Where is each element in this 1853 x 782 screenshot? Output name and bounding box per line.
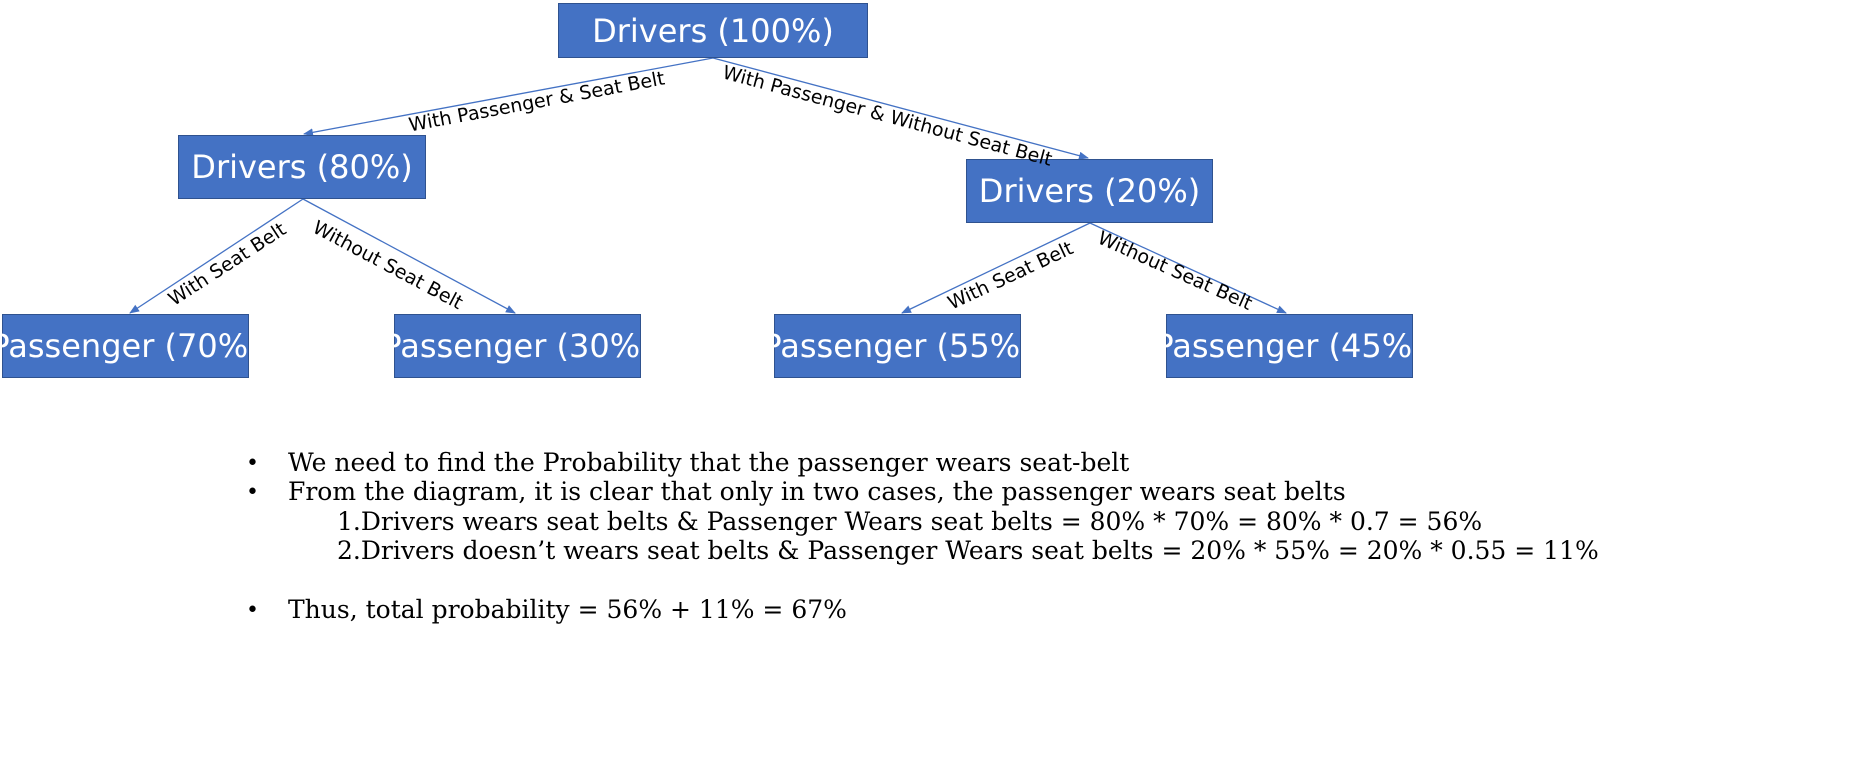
edge-right-to-leaf-4: [1089, 222, 1287, 314]
node-passenger-2: Passenger (30%): [382, 314, 653, 378]
note-case-1: 1.Drivers wears seat belts & Passenger W…: [337, 507, 1483, 536]
note-case-2: 2.Drivers doesn’t wears seat belts & Pas…: [337, 536, 1599, 565]
node-passenger-2-label: Passenger (30%): [382, 327, 653, 365]
node-root-drivers: Drivers (100%): [558, 3, 868, 58]
node-drivers-left-label: Drivers (80%): [191, 148, 413, 186]
edge-root-to-left: [303, 57, 714, 137]
edge-root-to-right: [712, 57, 1089, 160]
note-bullet-1: We need to find the Probability that the…: [288, 448, 1130, 477]
node-passenger-4: Passenger (45%): [1154, 314, 1425, 378]
node-passenger-3-label: Passenger (55%): [762, 327, 1033, 365]
edge-left-to-leaf-1: [129, 198, 304, 314]
node-passenger-3: Passenger (55%): [762, 314, 1033, 378]
node-passenger-1-label: Passenger (70%): [0, 327, 261, 365]
node-root-label: Drivers (100%): [592, 11, 834, 50]
bullet-marker-2: •: [246, 480, 259, 505]
node-drivers-right: Drivers (20%): [966, 159, 1213, 223]
edge-right-to-leaf-3: [901, 222, 1091, 314]
note-bullet-2: From the diagram, it is clear that only …: [288, 477, 1346, 506]
node-drivers-right-label: Drivers (20%): [978, 172, 1201, 210]
bullet-marker-3: •: [246, 598, 259, 623]
note-bullet-3: Thus, total probability = 56% + 11% = 67…: [288, 595, 847, 624]
bullet-marker-1: •: [246, 451, 259, 476]
node-passenger-1: Passenger (70%): [0, 314, 261, 378]
node-passenger-4-label: Passenger (45%): [1154, 327, 1425, 365]
node-drivers-left: Drivers (80%): [178, 135, 426, 199]
edge-left-to-leaf-2: [302, 198, 516, 314]
